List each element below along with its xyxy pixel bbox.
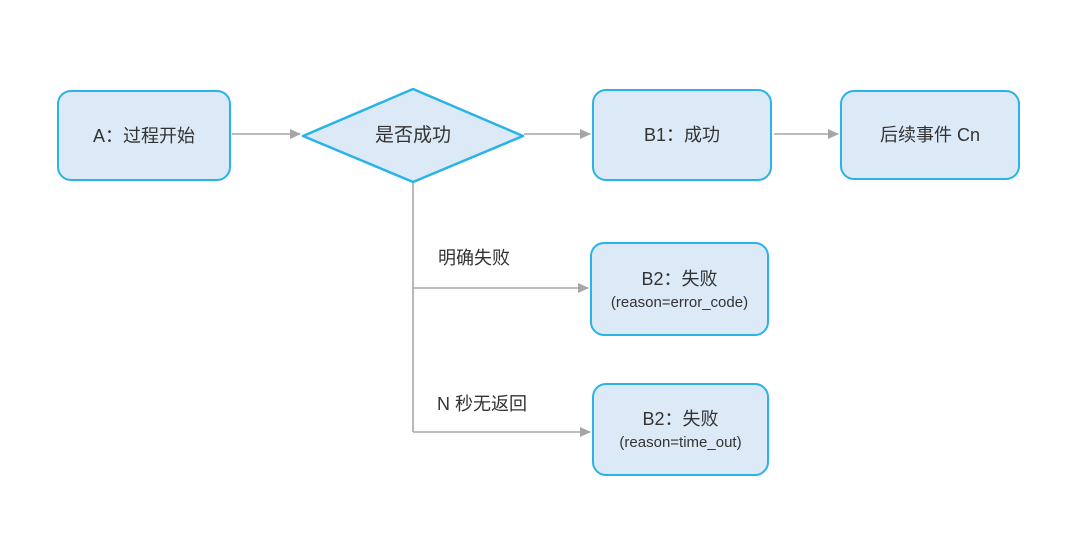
node-followup-event-label: 后续事件 Cn [879,125,980,145]
node-process-start: A：过程开始 [57,90,231,181]
node-process-start-label: A：过程开始 [92,125,195,146]
edge-label-timeout: N 秒无返回 [437,394,527,414]
edge-label-explicit-failure: 明确失败 [438,248,510,268]
node-fail-timeout: B2：失败 (reason=time_out) [592,383,769,476]
node-fail-error-code-label: B2：失败 [641,268,718,289]
decision-diamond-shape [301,87,525,184]
node-fail-error-code-sublabel: (reason=error_code) [610,293,749,311]
node-fail-error-code: B2：失败 (reason=error_code) [590,242,769,336]
node-success: B1：成功 [592,89,772,181]
decision-node-label: 是否成功 [374,125,451,146]
node-fail-timeout-sublabel: (reason=time_out) [619,434,742,451]
node-fail-timeout-label: B2：失败 [642,409,719,429]
node-followup-event: 后续事件 Cn [840,90,1020,180]
node-success-label: B1：成功 [643,125,721,145]
